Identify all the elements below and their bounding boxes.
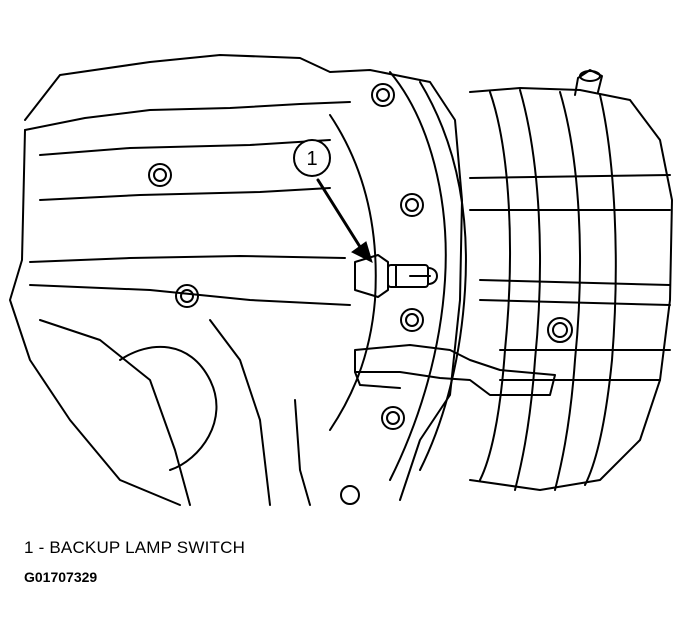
callout-circle xyxy=(293,139,331,177)
callout-arrowhead xyxy=(351,241,373,263)
transmission-illustration: 1 xyxy=(9,54,673,506)
extension-housing xyxy=(469,87,673,491)
backup-lamp-switch xyxy=(354,254,438,298)
figure-id: G01707329 xyxy=(24,569,98,585)
bolts xyxy=(148,83,573,505)
mount-bracket xyxy=(354,344,556,396)
case-left-edge xyxy=(9,129,181,506)
housing-flange xyxy=(389,71,447,481)
callout-leader xyxy=(316,178,364,252)
legend-caption: 1 - BACKUP LAMP SWITCH xyxy=(24,538,246,557)
case-top-edge xyxy=(24,101,351,131)
callout-number: 1 xyxy=(306,148,317,170)
